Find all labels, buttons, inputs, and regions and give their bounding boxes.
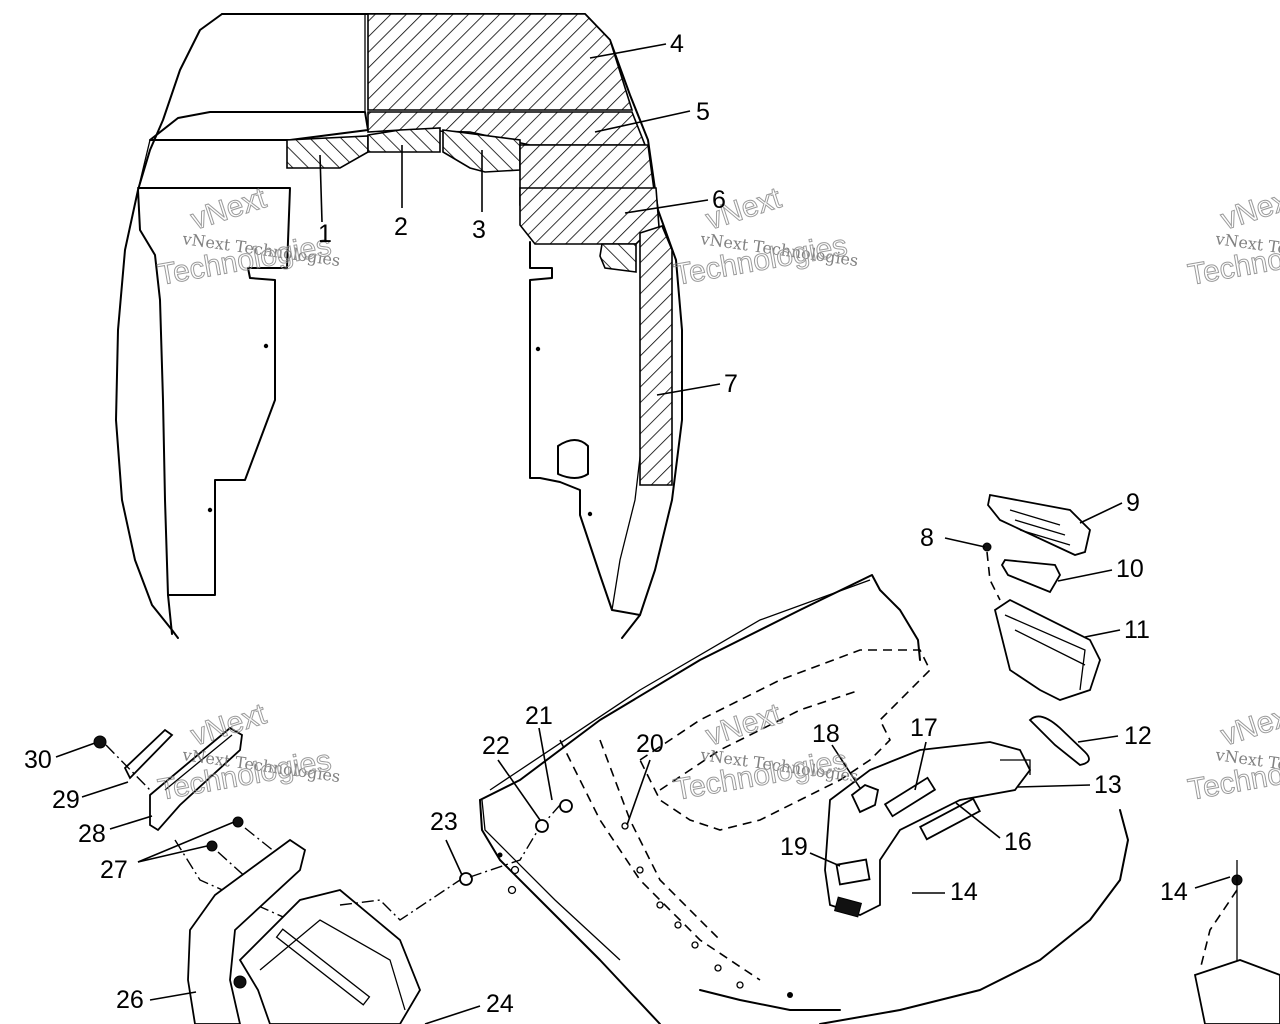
plate-14 (1193, 959, 1280, 1024)
decal-4 (367, 13, 634, 111)
mount-26 (187, 838, 307, 1024)
decal-2 (367, 127, 441, 153)
watermark-logo: vNext (1217, 181, 1280, 236)
callout-27: 27 (100, 856, 128, 884)
callout-28: 28 (78, 820, 106, 848)
bracket-28 (149, 726, 243, 832)
handle-16 (919, 797, 981, 841)
decal-1 (286, 135, 369, 169)
callout-13: 13 (1094, 771, 1122, 799)
callout-2: 2 (394, 213, 408, 241)
callout-21: 21 (525, 702, 553, 730)
callout-26: 26 (116, 986, 144, 1014)
callout-16: 16 (1004, 828, 1032, 856)
handle-17 (883, 776, 937, 818)
callout-6: 6 (712, 186, 726, 214)
callout-19: 19 (780, 833, 808, 861)
callout-29: 29 (52, 786, 80, 814)
callout-8: 8 (920, 524, 934, 552)
nose-assembly (479, 574, 1129, 1024)
callout-22: 22 (482, 732, 510, 760)
callout-7: 7 (724, 370, 738, 398)
watermark-logo: vNext (187, 181, 271, 236)
hood-assembly (115, 13, 683, 639)
storage-box (982, 493, 1101, 766)
decal-7 (639, 225, 673, 486)
left-bracket (93, 726, 1280, 1024)
callout-14: 14 (950, 878, 978, 906)
callout-labels: 1 2 3 4 5 6 7 8 9 10 11 12 13 14 14 16 1… (24, 30, 1188, 1018)
strip-29 (123, 728, 174, 780)
callout-24: 24 (486, 990, 514, 1018)
decal-6-lower (519, 187, 661, 245)
callout-20: 20 (636, 730, 664, 758)
callout-1: 1 (318, 220, 332, 248)
callout-11: 11 (1124, 616, 1150, 644)
box-11 (993, 598, 1101, 701)
callout-9: 9 (1126, 489, 1140, 517)
callout-10: 10 (1116, 555, 1144, 583)
hood-decals (286, 13, 673, 486)
watermarks: vNext Technologies vNext Technologies vN… (155, 181, 1280, 808)
strap-12 (1028, 715, 1090, 766)
callout-12: 12 (1124, 722, 1152, 750)
callout-18: 18 (812, 720, 840, 748)
cover-9 (987, 493, 1091, 556)
callout-23: 23 (430, 808, 458, 836)
part-18 (850, 783, 880, 814)
callout-30: 30 (24, 746, 52, 774)
watermark-logo: vNext (702, 697, 786, 752)
watermark-logo: vNext (1217, 697, 1280, 752)
callout-14: 14 (1160, 878, 1188, 906)
callout-4: 4 (670, 30, 684, 58)
pad-10 (1000, 559, 1062, 594)
callout-5: 5 (696, 98, 710, 126)
callout-17: 17 (910, 714, 938, 742)
leader-lines (55, 43, 1231, 1024)
label-19 (835, 858, 871, 886)
callout-3: 3 (472, 216, 486, 244)
decal-small (599, 243, 637, 273)
housing-24 (238, 889, 421, 1024)
